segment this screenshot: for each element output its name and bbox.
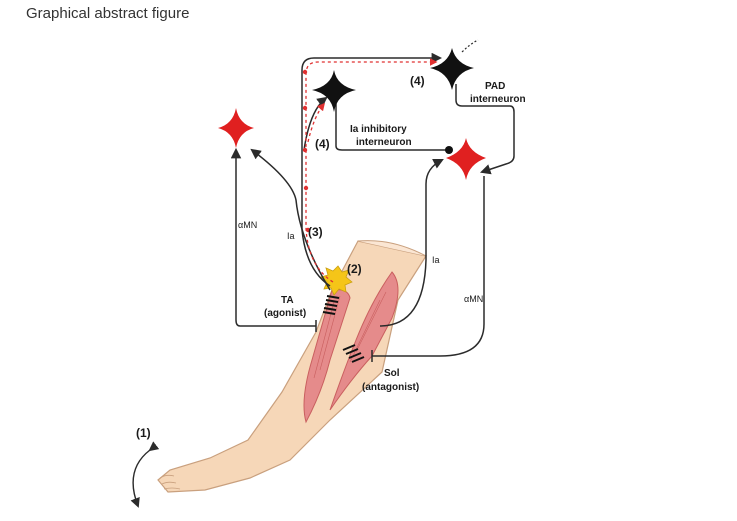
sol-muscle — [329, 271, 399, 411]
ia-inhib-label-2: interneuron — [356, 137, 412, 148]
ia-branch-to-inhib — [303, 96, 328, 151]
sol-label: Sol — [384, 368, 400, 379]
step-3-label: (3) — [308, 225, 323, 239]
step-2-label: (2) — [347, 262, 362, 276]
ia-inhib-label-1: Ia inhibitory — [350, 124, 407, 135]
pad-label-2: interneuron — [470, 94, 526, 105]
step-4-upper-label: (4) — [410, 74, 425, 88]
toes — [159, 474, 181, 490]
ia-right-label: Ia — [432, 255, 440, 265]
sol-role-label: (antagonist) — [362, 382, 419, 393]
ia-inhib-axon — [335, 98, 446, 151]
sol-spindle — [342, 344, 365, 363]
pad-interneuron-soma — [430, 48, 474, 90]
figure-title: Graphical abstract figure — [26, 5, 190, 22]
leg-illustration — [157, 240, 427, 493]
left-alpha-motor-neuron — [218, 108, 254, 148]
amn-right-axon — [372, 176, 485, 357]
ia-central-axon — [301, 52, 443, 287]
inhibitory-synapse — [445, 146, 453, 154]
pad-axon — [455, 84, 515, 175]
ia-inhibitory-interneuron-soma — [312, 70, 356, 112]
ta-spindle — [322, 295, 340, 315]
leg-top-cut — [357, 240, 427, 257]
amn-left-label: αMN — [238, 220, 257, 230]
ia-right-afferent — [379, 159, 444, 327]
ia-left-label: Ia — [287, 231, 295, 241]
amn-right-label: αMN — [464, 294, 483, 304]
ta-role-label: (agonist) — [264, 308, 306, 319]
amn-left-axon — [230, 147, 316, 327]
step-4-lower-label: (4) — [315, 137, 330, 151]
ta-label: TA — [281, 295, 294, 306]
signal-branch — [307, 102, 325, 143]
leg-shape — [157, 240, 427, 493]
pad-top-dashed — [461, 39, 479, 53]
pad-label-1: PAD — [485, 81, 505, 92]
rotation-arrow — [130, 441, 160, 508]
right-alpha-motor-neuron — [446, 138, 486, 180]
step-1-label: (1) — [136, 426, 151, 440]
